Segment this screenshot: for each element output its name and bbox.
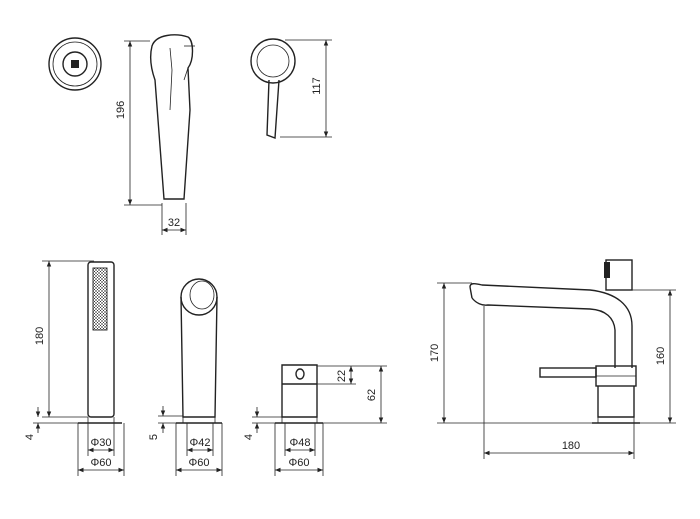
dim-5-label: 5 <box>148 434 160 440</box>
dim-32-label: 32 <box>168 217 180 229</box>
spout-side-view <box>150 34 195 200</box>
spout-front-view <box>176 278 222 424</box>
dim-180-horizontal-label: 180 <box>562 440 580 452</box>
dim-phi60-b: Φ60 <box>175 423 223 476</box>
dim-170-label: 170 <box>429 344 441 362</box>
dim-phi60-a-label: Φ60 <box>90 457 111 469</box>
dim-5: 5 <box>148 406 183 440</box>
dim-phi60-b-label: Φ60 <box>188 457 209 469</box>
dim-160-label: 160 <box>655 347 667 365</box>
dim-phi30-label: Φ30 <box>90 437 111 449</box>
dim-phi48-label: Φ48 <box>289 437 310 449</box>
dim-160: 160 <box>632 289 676 424</box>
dim-phi60-c-label: Φ60 <box>288 457 309 469</box>
dim-32: 32 <box>161 203 187 235</box>
dim-phi30: Φ30 <box>87 423 115 456</box>
dim-196: 196 <box>115 40 162 206</box>
dim-4-b-label: 4 <box>243 434 255 440</box>
dim-phi48: Φ48 <box>284 423 316 456</box>
dim-22-label: 22 <box>336 370 348 382</box>
dim-196-label: 196 <box>115 101 127 119</box>
mixer-front-view <box>275 364 323 424</box>
dim-62: 62 <box>323 365 387 424</box>
dim-4-b: 4 <box>243 407 282 440</box>
dim-phi60-a: Φ60 <box>77 423 125 476</box>
dim-117: 117 <box>280 39 332 138</box>
dim-phi42-label: Φ42 <box>189 437 210 449</box>
knob-top-view <box>48 37 102 91</box>
dim-62-label: 62 <box>366 389 378 401</box>
hand-shower-view <box>78 261 122 424</box>
dim-phi42: Φ42 <box>186 423 214 456</box>
dim-4-a: 4 <box>24 407 78 440</box>
dim-180-vertical: 180 <box>34 260 94 418</box>
dim-170: 170 <box>429 282 592 424</box>
dim-180-vertical-label: 180 <box>34 327 46 345</box>
dim-22: 22 <box>317 365 356 385</box>
dim-180-horizontal: 180 <box>483 306 635 459</box>
dim-117-label: 117 <box>311 77 323 95</box>
dim-4-a-label: 4 <box>24 434 36 440</box>
assembly-side-view <box>469 259 640 424</box>
lever-front-view <box>250 38 296 139</box>
dim-phi60-c: Φ60 <box>274 423 324 476</box>
